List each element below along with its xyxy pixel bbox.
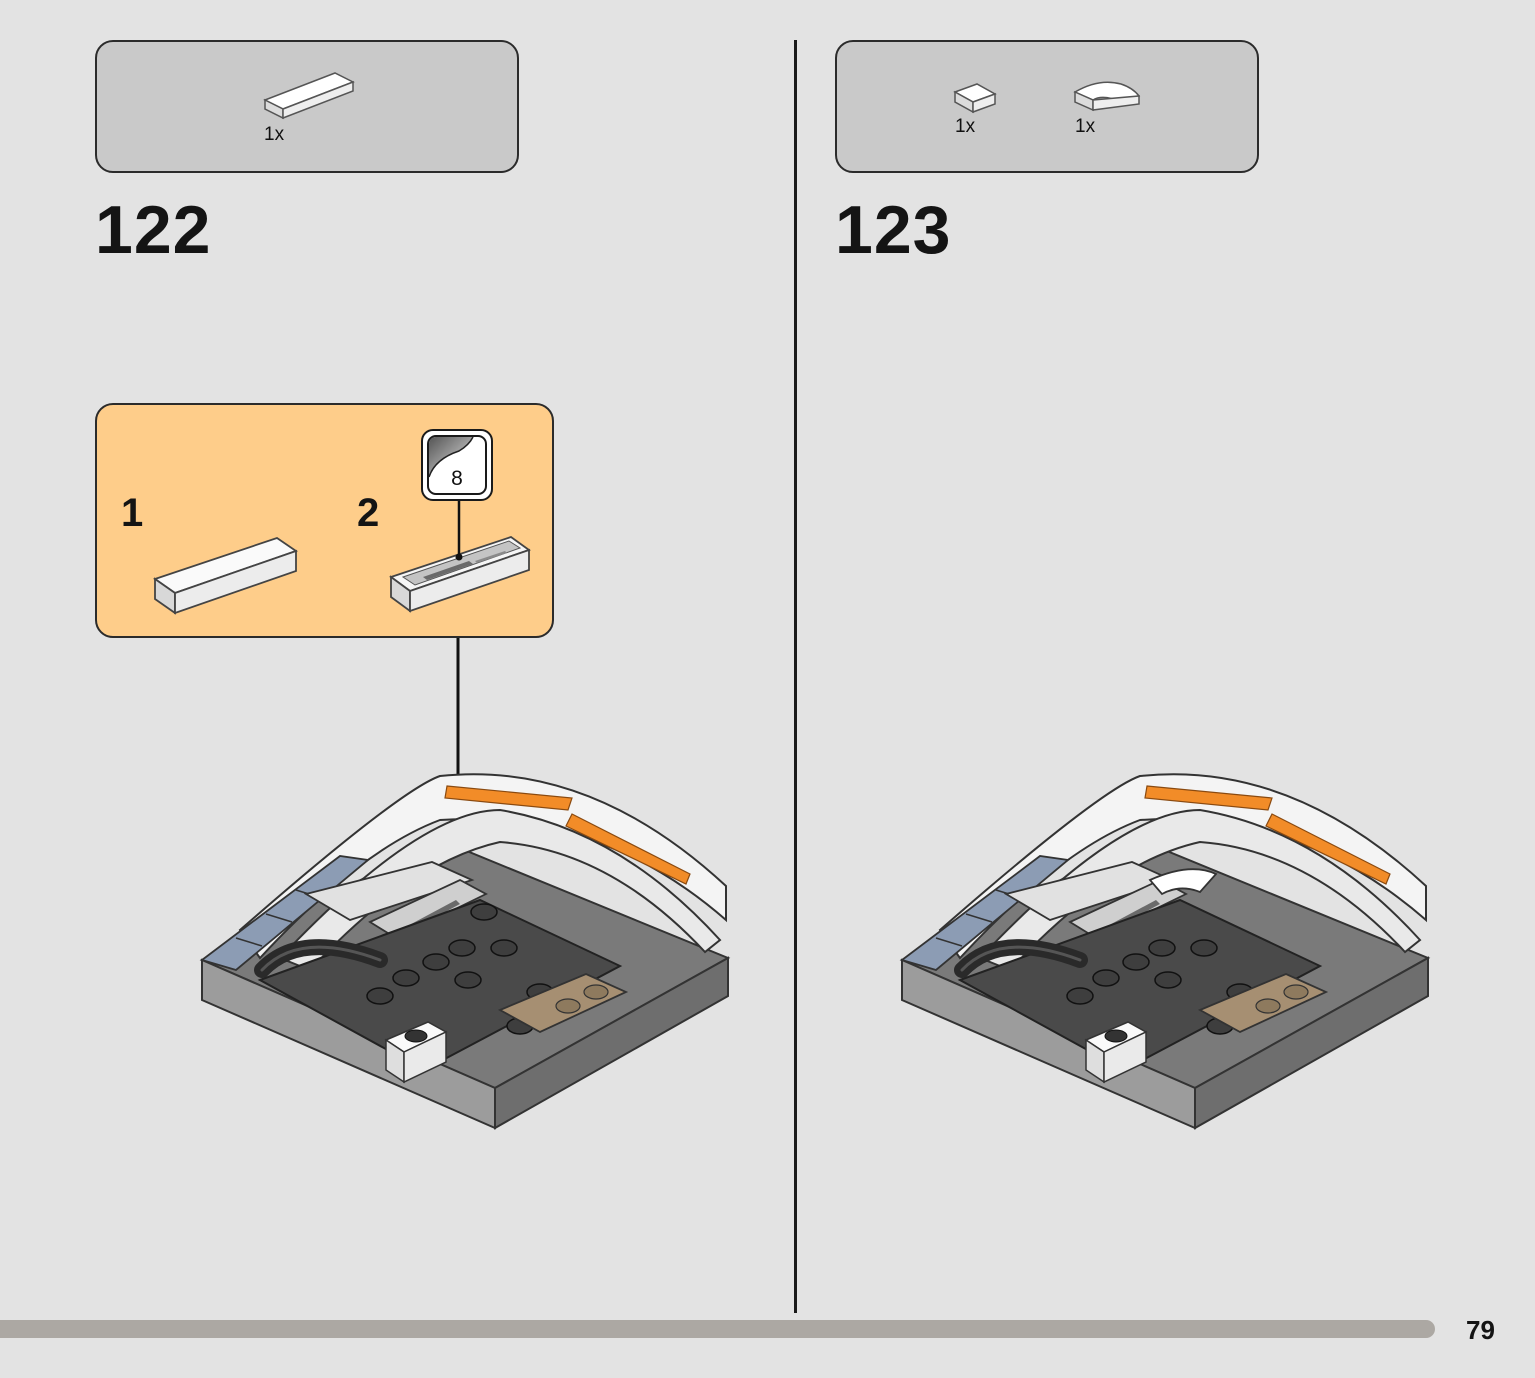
part-quantity: 1x bbox=[1075, 116, 1096, 137]
sticker-sheet-icon: 8 bbox=[427, 435, 487, 495]
sticker-reference: 8 bbox=[421, 429, 493, 501]
parts-callout-step-123: 1x 1x bbox=[835, 40, 1259, 173]
substep-callout: 1 2 8 bbox=[95, 403, 554, 638]
substep-number-2: 2 bbox=[357, 491, 380, 535]
sticker-number: 8 bbox=[451, 467, 463, 490]
model-assembly-icon bbox=[199, 773, 731, 1130]
white-curved-slope-icon bbox=[1073, 81, 1141, 112]
step-number-123: 123 bbox=[835, 192, 952, 268]
white-tile-1x4-icon bbox=[263, 72, 355, 120]
part-quantity: 1x bbox=[264, 124, 285, 145]
parts-callout-step-122: 1x bbox=[95, 40, 519, 173]
progress-bar bbox=[0, 1320, 1435, 1338]
stickered-tile-icon bbox=[389, 501, 531, 613]
page-number: 79 bbox=[1466, 1315, 1495, 1345]
white-tile-icon bbox=[153, 537, 298, 615]
part-quantity: 1x bbox=[955, 116, 976, 137]
white-tile-1x1-icon bbox=[953, 83, 997, 114]
model-assembly-icon bbox=[899, 773, 1431, 1130]
step-number-122: 122 bbox=[95, 192, 212, 268]
column-divider bbox=[794, 40, 797, 1313]
substep-number-1: 1 bbox=[121, 491, 144, 535]
